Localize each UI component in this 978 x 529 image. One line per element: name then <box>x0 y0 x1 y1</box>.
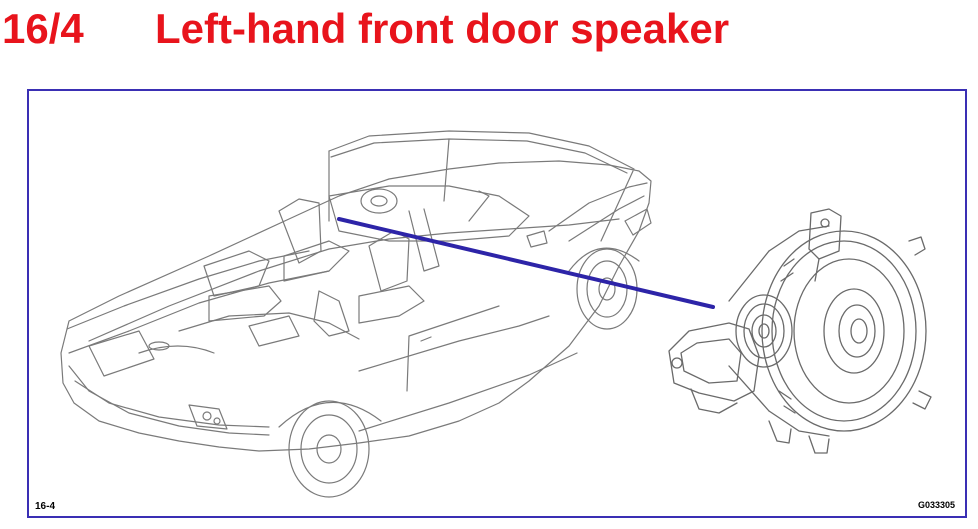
figure-ref-left: 16-4 <box>35 501 56 512</box>
speaker-illustration <box>668 208 932 454</box>
car-illustration <box>60 130 652 498</box>
figure-ref-right: G033305 <box>917 500 955 510</box>
illustration-frame: 16-4 G033305 <box>27 89 967 518</box>
diagram-canvas <box>60 130 932 498</box>
section-number: 16/4 <box>2 5 84 52</box>
pointer-line <box>337 217 715 309</box>
page-header: 16/4 Left-hand front door speaker <box>0 0 978 70</box>
page-title: Left-hand front door speaker <box>155 5 730 52</box>
